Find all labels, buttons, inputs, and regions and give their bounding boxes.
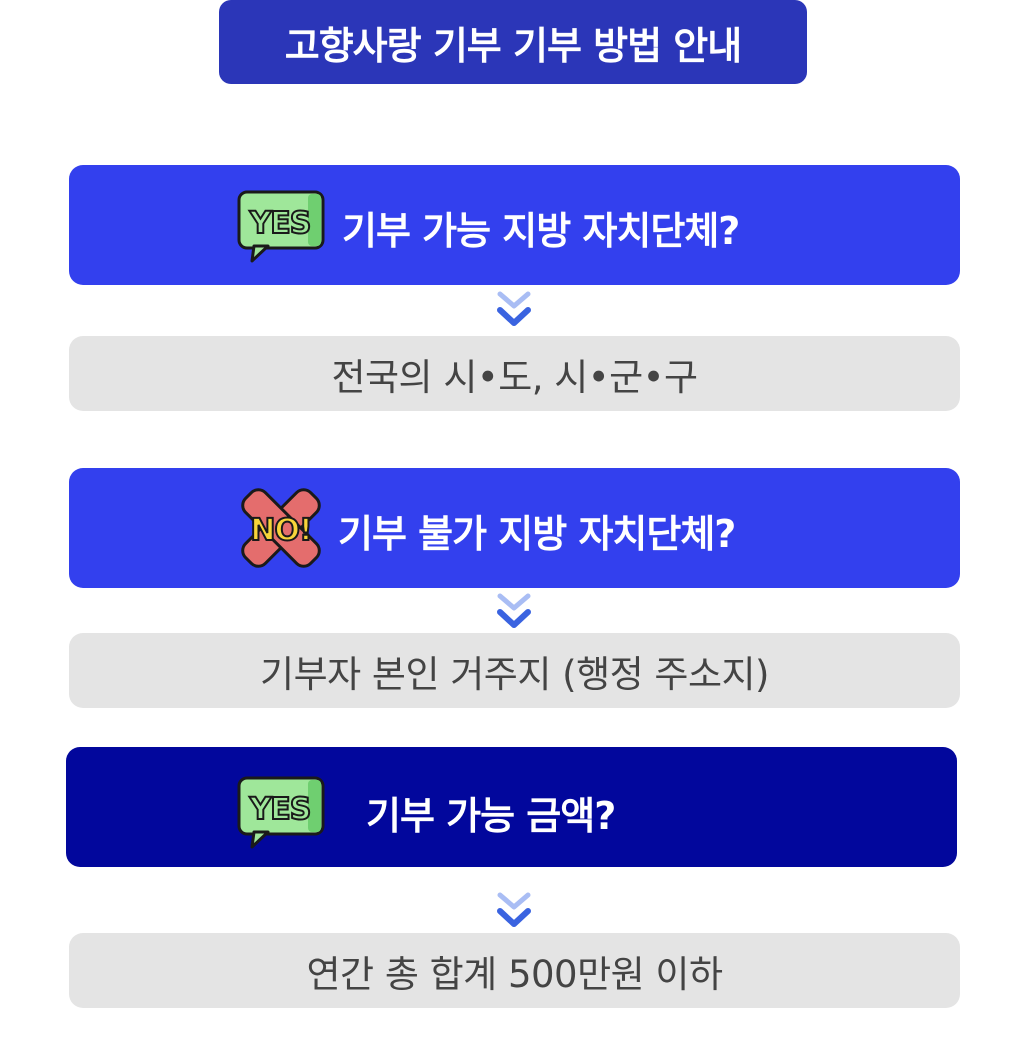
page-title-text: 고향사랑 기부 기부 방법 안내 (284, 23, 742, 68)
question-box-donation-amount: YES 기부 가능 금액? (66, 747, 957, 867)
answer-label: 연간 총 합계 500만원 이하 (306, 952, 723, 996)
question-label: 기부 가능 지방 자치단체? (342, 209, 740, 253)
svg-text:YES: YES (249, 206, 311, 241)
question-label: 기부 가능 금액? (366, 794, 616, 838)
page-title: 고향사랑 기부 기부 방법 안내 (219, 0, 807, 84)
answer-box-available-regions: 전국의 시•도, 시•군•구 (69, 336, 960, 411)
question-label: 기부 불가 지방 자치단체? (338, 512, 736, 556)
question-box-available-regions: YES 기부 가능 지방 자치단체? (69, 165, 960, 285)
question-box-unavailable-regions: NO! 기부 불가 지방 자치단체? (69, 468, 960, 588)
answer-box-unavailable-regions: 기부자 본인 거주지 (행정 주소지) (69, 633, 960, 708)
no-cross-icon: NO! (241, 488, 321, 568)
chevron-down-icon (497, 892, 531, 927)
yes-speech-bubble-icon: YES (237, 776, 325, 849)
answer-label: 기부자 본인 거주지 (행정 주소지) (260, 652, 769, 696)
svg-text:NO!: NO! (250, 513, 311, 548)
answer-label: 전국의 시•도, 시•군•구 (331, 355, 698, 399)
chevron-down-icon (497, 291, 531, 326)
svg-text:YES: YES (249, 792, 311, 827)
chevron-down-icon (497, 593, 531, 628)
yes-speech-bubble-icon: YES (237, 190, 325, 263)
answer-box-donation-amount: 연간 총 합계 500만원 이하 (69, 933, 960, 1008)
